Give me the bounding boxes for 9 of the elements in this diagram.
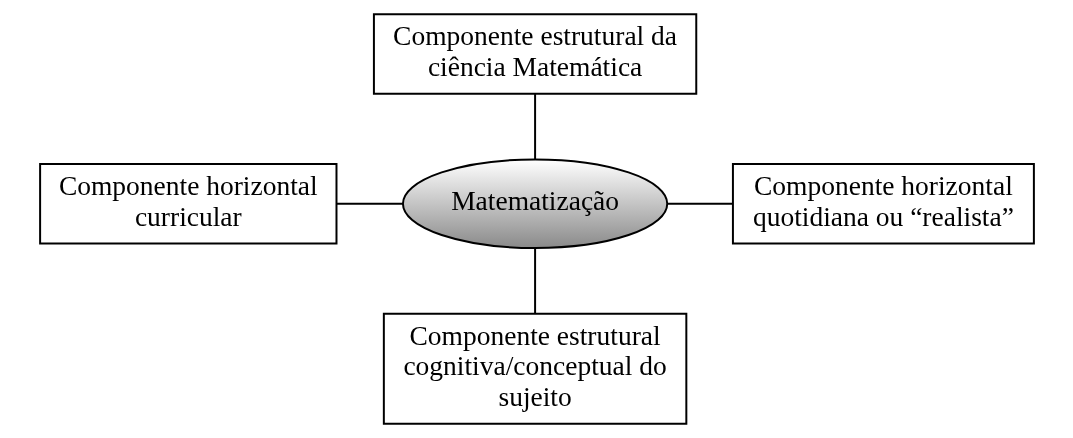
node-box: Componente estrutural cognitiva/conceptual do sujeito (382, 312, 687, 425)
node-box: Componente estrutural da ciência Matemática (372, 13, 697, 95)
connector (666, 202, 734, 205)
node-ellipse: Matematização (401, 158, 668, 250)
connector (533, 247, 536, 315)
connector (533, 93, 536, 161)
node-box: Componente horizontal quotidiana ou “realista” (731, 163, 1035, 245)
connector (335, 202, 404, 205)
node-box: Componente horizontal curricular (38, 163, 337, 245)
